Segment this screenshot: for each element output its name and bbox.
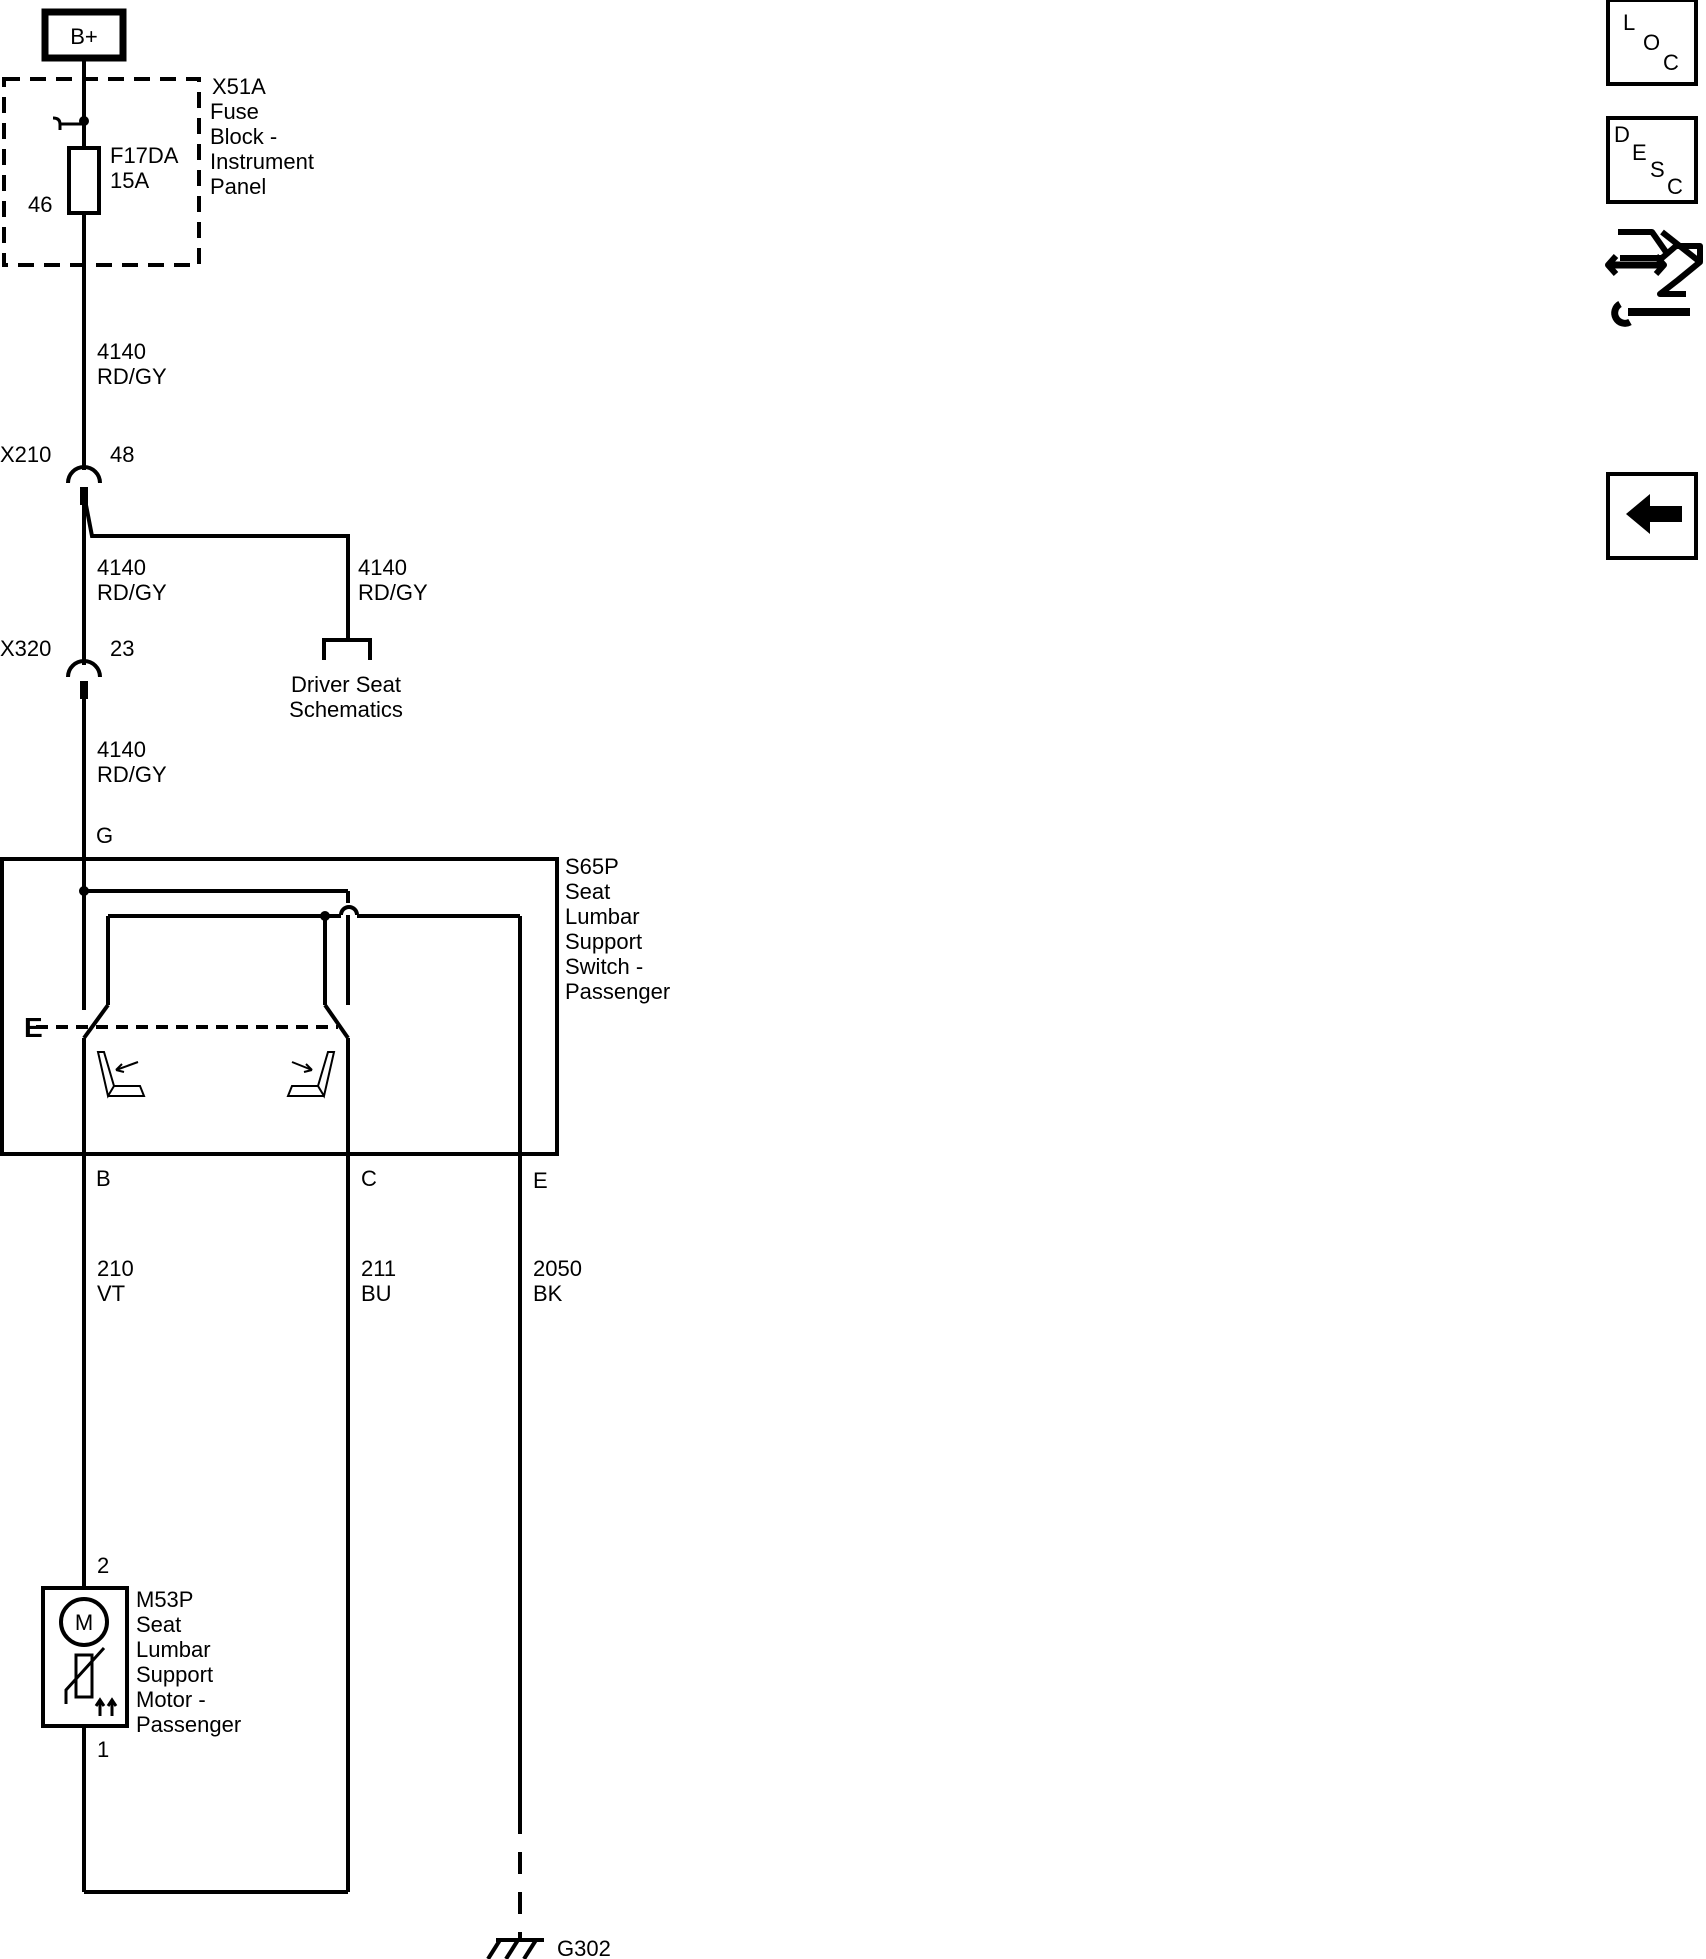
- fuse-pin: 46: [28, 192, 52, 217]
- switch-name-5: Passenger: [565, 979, 670, 1004]
- connector-x320: X320 23: [0, 636, 134, 699]
- motor-name-5: Passenger: [136, 1712, 241, 1737]
- switch-name-3: Support: [565, 929, 642, 954]
- fuse-block-name-4: Panel: [210, 174, 266, 199]
- desc-button[interactable]: D E S C: [1606, 116, 1698, 204]
- motor-name-2: Lumbar: [136, 1637, 211, 1662]
- fuse-block: X51A Fuse Block - Instrument Panel F17DA…: [2, 74, 314, 267]
- x320-id: X320: [0, 636, 51, 661]
- wire4-circuit: 4140: [97, 737, 146, 762]
- wire3-color: RD/GY: [358, 580, 428, 605]
- seat-lumbar-switch: G S65P Seat Lumbar Support Switch - Pass…: [0, 823, 670, 1156]
- x320-pin: 23: [110, 636, 134, 661]
- fuse-symbol: [67, 146, 101, 215]
- wire-e-circuit: 2050: [533, 1256, 582, 1281]
- motor-name-4: Motor -: [136, 1687, 206, 1712]
- switch-name-2: Lumbar: [565, 904, 640, 929]
- fuse-block-name-2: Block -: [210, 124, 277, 149]
- motor-name-1: Seat: [136, 1612, 181, 1637]
- switch-pin-e: E: [533, 1168, 548, 1193]
- power-source: B+: [41, 8, 127, 62]
- motor-id: M53P: [136, 1587, 193, 1612]
- fuse-block-name-1: Fuse: [210, 99, 259, 124]
- connector-repair-button[interactable]: [1605, 229, 1703, 327]
- wire-e-color: BK: [533, 1281, 563, 1306]
- loc-button[interactable]: L O C: [1606, 0, 1698, 86]
- wire1-circuit: 4140: [97, 339, 146, 364]
- desc-letter-c: C: [1667, 174, 1683, 199]
- ground-id: G302: [557, 1936, 611, 1959]
- wire4-color: RD/GY: [97, 762, 167, 787]
- wire1-color: RD/GY: [97, 364, 167, 389]
- switch-e-marker: E: [24, 1012, 43, 1043]
- wire-b-circuit: 210: [97, 1256, 134, 1281]
- driver-seat-branch: [84, 504, 372, 660]
- motor-pin-top: 2: [97, 1553, 109, 1578]
- switch-pin-c: C: [361, 1166, 377, 1191]
- lumbar-motor: 2 M M53P Seat Lumbar Support Motor - Pas…: [41, 1553, 241, 1762]
- wire2-circuit: 4140: [97, 555, 146, 580]
- driver-seat-line2[interactable]: Schematics: [289, 697, 403, 722]
- seat-forward-icon: [96, 1051, 146, 1099]
- x210-id: X210: [0, 442, 51, 467]
- power-label: B+: [70, 24, 98, 49]
- ground-g302: G302: [486, 1936, 611, 1959]
- wire3-circuit: 4140: [358, 555, 407, 580]
- switch-name-1: Seat: [565, 879, 610, 904]
- switch-pin-g: G: [96, 823, 113, 848]
- desc-letter-e: E: [1632, 140, 1647, 165]
- fuse-block-id: X51A: [212, 74, 266, 99]
- desc-letter-s: S: [1650, 157, 1665, 182]
- fuse-rating: 15A: [110, 168, 149, 193]
- loc-letter-o: O: [1643, 30, 1660, 55]
- fuse-block-name-3: Instrument: [210, 149, 314, 174]
- motor-symbol: M: [75, 1610, 93, 1635]
- desc-letter-d: D: [1614, 122, 1630, 147]
- switch-id: S65P: [565, 854, 619, 879]
- switch-pin-b: B: [96, 1166, 111, 1191]
- seat-rearward-icon: [286, 1051, 336, 1099]
- x210-pin: 48: [110, 442, 134, 467]
- back-arrow-icon: [1626, 494, 1682, 534]
- switch-name-4: Switch -: [565, 954, 643, 979]
- connector-repair-icon: [1605, 229, 1703, 327]
- motor-pin-bottom: 1: [97, 1737, 109, 1762]
- wire-c-circuit: 211: [361, 1256, 396, 1281]
- driver-seat-line1[interactable]: Driver Seat: [291, 672, 401, 697]
- wire-b-color: VT: [97, 1281, 125, 1306]
- motor-name-3: Support: [136, 1662, 213, 1687]
- loc-letter-c: C: [1663, 50, 1679, 75]
- loc-letter-l: L: [1623, 10, 1635, 35]
- back-button[interactable]: [1606, 472, 1698, 560]
- wire-c-color: BU: [361, 1281, 392, 1306]
- connector-x210: X210 48: [0, 442, 134, 505]
- fuse-id: F17DA: [110, 143, 179, 168]
- output-wires: [82, 1154, 522, 1940]
- wire2-color: RD/GY: [97, 580, 167, 605]
